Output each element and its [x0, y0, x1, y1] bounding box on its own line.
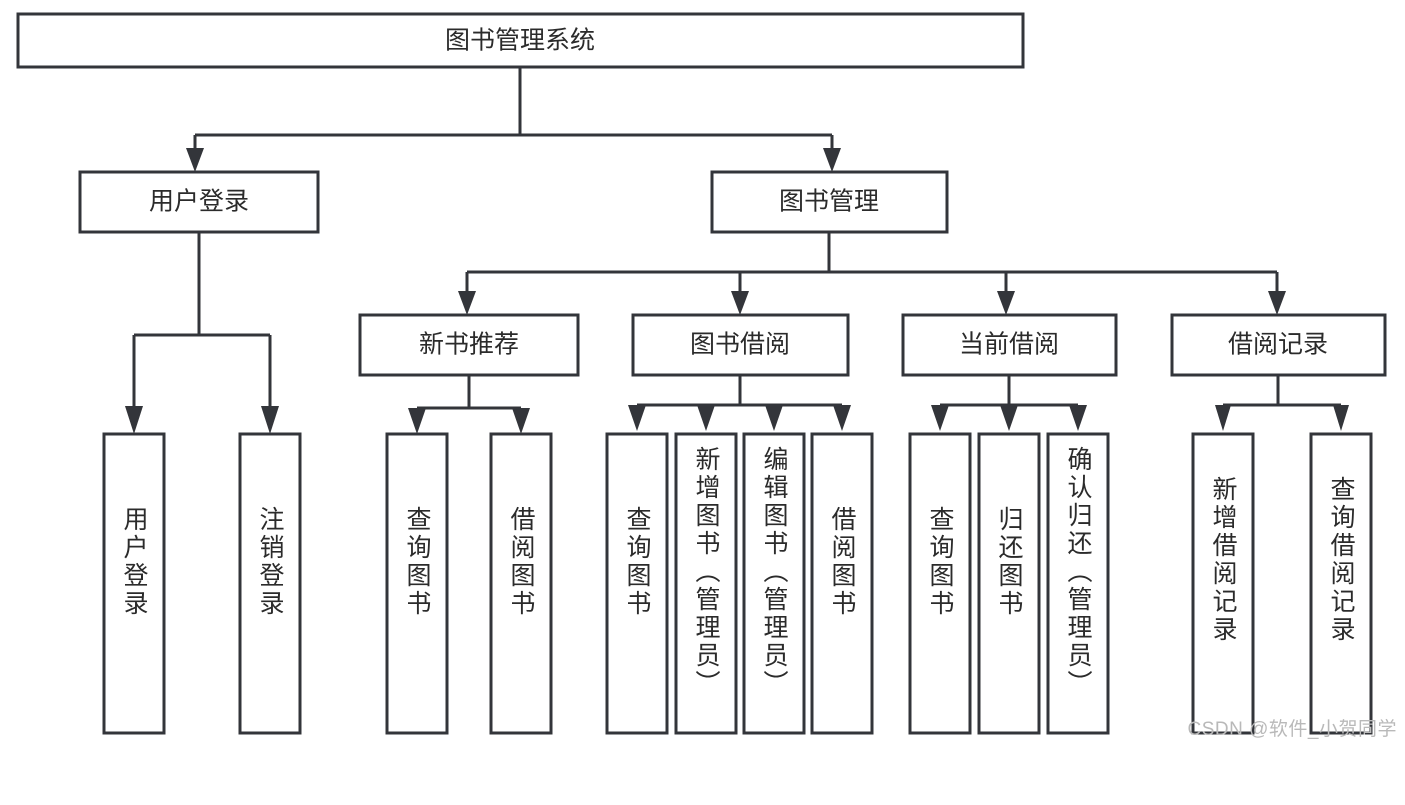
arrowhead-book-borrow-leaf-1	[697, 405, 715, 431]
arrowhead-current-borrow	[997, 291, 1015, 315]
node-new-book-recommend-box	[358, 313, 580, 377]
arrowhead-user-login-leaf-0	[125, 406, 143, 434]
arrowhead-book-borrow-leaf-0	[628, 405, 646, 431]
flowchart-diagram: 图书管理系统 用户登录 图书管理	[16, 12, 1397, 740]
node-book-borrow-box	[631, 313, 850, 377]
arrowhead-current-borrow-leaf-1	[1000, 405, 1018, 431]
node-current-borrow-label: 当前借阅	[959, 331, 1059, 359]
node-new-book-recommend: 新书推荐	[358, 313, 580, 377]
arrowhead-book-manage	[823, 148, 841, 172]
node-current-borrow-box	[901, 313, 1118, 377]
node-new-book-recommend-label: 新书推荐	[419, 331, 519, 359]
node-book-borrow: 图书借阅	[631, 313, 850, 377]
arrowhead-new-book	[458, 291, 476, 315]
arrowhead-book-borrow	[731, 291, 749, 315]
leaf-box-borrow-record-0	[1191, 432, 1255, 735]
leaf-box-book-borrow-2	[742, 432, 806, 735]
leaf-box-new-book-1	[489, 432, 553, 735]
arrowhead-current-borrow-leaf-2	[1069, 405, 1087, 431]
leaf-box-book-borrow-0	[605, 432, 669, 735]
arrowhead-book-borrow-leaf-2	[765, 405, 783, 431]
leaf-box-book-borrow-1	[674, 432, 738, 735]
arrowhead-borrow-record-leaf-0	[1215, 405, 1231, 431]
node-user-login: 用户登录	[78, 170, 320, 234]
node-root: 图书管理系统	[16, 12, 1025, 69]
arrowhead-new-book-leaf-0	[408, 408, 426, 434]
arrowhead-user-login-leaf-1	[261, 406, 279, 434]
leaf-box-current-borrow-0	[908, 432, 972, 735]
arrowhead-current-borrow-leaf-0	[931, 405, 949, 431]
node-root-label: 图书管理系统	[445, 27, 595, 55]
arrowhead-book-borrow-leaf-3	[833, 405, 851, 431]
leaf-box-current-borrow-2	[1046, 432, 1110, 735]
leaf-box-new-book-0	[385, 432, 449, 735]
node-borrow-record-label: 借阅记录	[1228, 331, 1328, 359]
leaf-box-user-login-0	[102, 432, 166, 735]
flowchart-svg: 图书管理系统 用户登录 图书管理	[16, 12, 1387, 735]
node-book-manage-label: 图书管理	[779, 188, 879, 216]
watermark-text: CSDN @软件_小贺同学	[1187, 719, 1397, 740]
leaf-box-user-login-1	[238, 432, 302, 735]
arrowhead-user-login	[186, 148, 204, 172]
node-book-manage-box	[710, 170, 949, 234]
arrowhead-borrow-record-leaf-1	[1333, 405, 1349, 431]
node-current-borrow: 当前借阅	[901, 313, 1118, 377]
arrowhead-new-book-leaf-1	[512, 408, 530, 434]
node-borrow-record-box	[1170, 313, 1387, 377]
leaf-box-borrow-record-1	[1309, 432, 1373, 735]
node-book-manage: 图书管理	[710, 170, 949, 234]
node-borrow-record: 借阅记录	[1170, 313, 1387, 377]
node-book-borrow-label: 图书借阅	[690, 331, 790, 359]
arrowhead-borrow-record	[1268, 291, 1286, 315]
node-root-box	[16, 12, 1025, 69]
leaf-box-book-borrow-3	[810, 432, 874, 735]
leaf-box-current-borrow-1	[977, 432, 1041, 735]
node-user-login-label: 用户登录	[149, 188, 249, 216]
